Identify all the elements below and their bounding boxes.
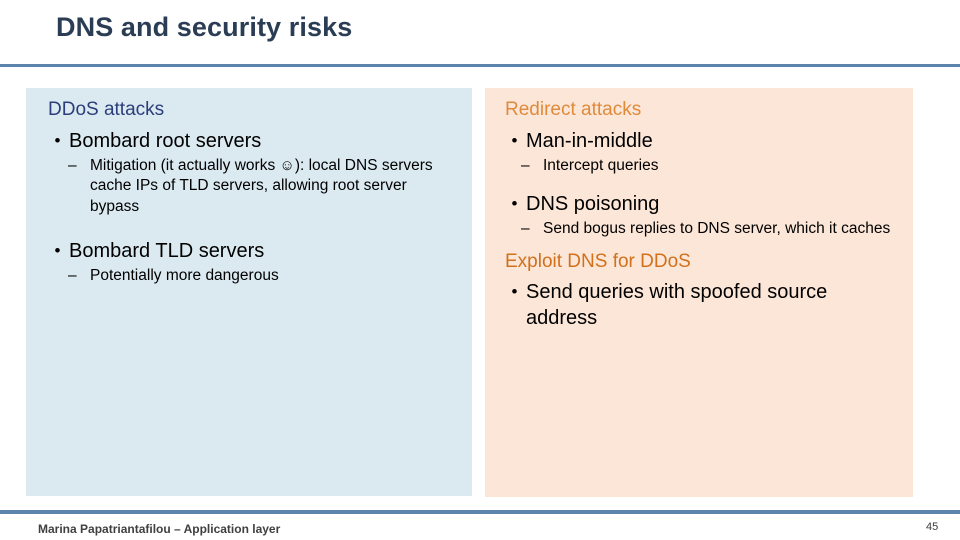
title-divider bbox=[0, 64, 960, 67]
bullet-marker: • bbox=[511, 130, 518, 150]
list-item: – Potentially more dangerous bbox=[38, 266, 458, 286]
bullet-marker: • bbox=[511, 194, 518, 214]
mitigation-text-suffix: ): local DNS servers cache IPs of TLD se… bbox=[90, 156, 433, 215]
mitigation-text-prefix: Mitigation (it actually works bbox=[90, 156, 280, 174]
spacer bbox=[495, 178, 903, 186]
bullet-marker: • bbox=[54, 130, 61, 150]
list-item: • Send queries with spoofed source addre… bbox=[503, 279, 903, 331]
left-content-panel: DDoS attacks • Bombard root servers – Mi… bbox=[26, 88, 472, 496]
footer-attribution: Marina Papatriantafilou – Application la… bbox=[38, 522, 281, 536]
page-number: 45 bbox=[926, 521, 939, 533]
left-panel-heading: DDoS attacks bbox=[48, 99, 165, 120]
footer-divider bbox=[0, 510, 960, 514]
bullet-marker: • bbox=[511, 282, 518, 302]
list-item-label: Intercept queries bbox=[543, 156, 659, 174]
dash-marker: – bbox=[521, 156, 530, 174]
list-item: • DNS poisoning bbox=[503, 191, 903, 217]
list-item: • Man-in-middle bbox=[503, 128, 903, 154]
list-item-label: Man-in-middle bbox=[526, 129, 653, 152]
dash-marker: – bbox=[68, 267, 77, 285]
bullet-marker: • bbox=[54, 241, 61, 261]
list-item: – Intercept queries bbox=[495, 156, 903, 176]
right-panel-heading-redirect: Redirect attacks bbox=[505, 99, 642, 120]
list-item-label: DNS poisoning bbox=[526, 193, 660, 216]
list-item-label: Send queries with spoofed source address bbox=[526, 281, 828, 330]
spacer bbox=[495, 242, 903, 250]
dash-marker: – bbox=[521, 220, 530, 238]
list-item: • Bombard root servers bbox=[46, 128, 458, 154]
list-item: – Send bogus replies to DNS server, whic… bbox=[495, 219, 903, 239]
dash-marker: – bbox=[68, 156, 77, 174]
list-item: • Bombard TLD servers bbox=[46, 238, 458, 264]
page-title: DNS and security risks bbox=[56, 12, 353, 42]
list-item-label: Mitigation (it actually works ☺): local … bbox=[90, 156, 458, 217]
spacer bbox=[38, 219, 458, 233]
list-item-label: Potentially more dangerous bbox=[90, 267, 279, 285]
right-content-panel: Redirect attacks • Man-in-middle – Inter… bbox=[485, 88, 913, 497]
right-panel-heading-exploit: Exploit DNS for DDoS bbox=[505, 250, 691, 272]
list-item-label: Send bogus replies to DNS server, which … bbox=[543, 220, 891, 238]
smiley-face-icon: ☺ bbox=[279, 156, 295, 174]
list-item-label: Bombard root servers bbox=[69, 129, 262, 152]
list-item-label: Bombard TLD servers bbox=[69, 240, 265, 263]
list-item: – Mitigation (it actually works ☺): loca… bbox=[38, 156, 458, 217]
